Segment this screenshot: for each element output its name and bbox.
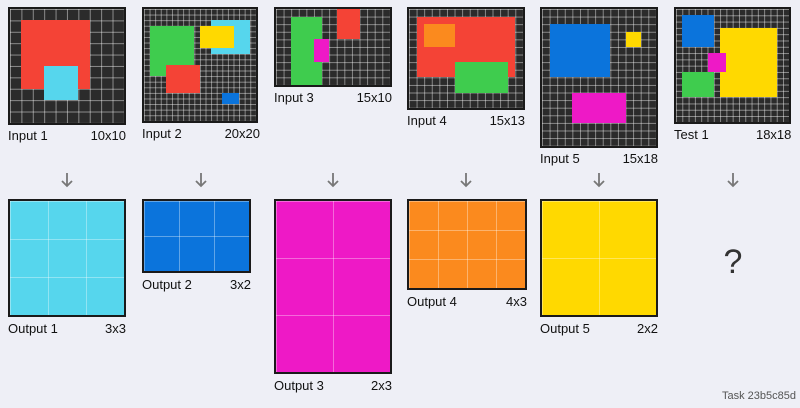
- input-label-2: Input 2 20x20: [142, 126, 260, 141]
- test-input-label: Test 1 18x18: [674, 127, 791, 142]
- output-label-3: Output 3 2x3: [274, 378, 392, 393]
- test-output-placeholder: ?: [723, 243, 743, 281]
- output-label-4-title: Output 4: [407, 294, 457, 309]
- colored-block: [682, 15, 714, 47]
- output-grid-1: [8, 199, 126, 317]
- input-label-4: Input 4 15x13: [407, 113, 525, 128]
- down-arrow-icon: [61, 173, 73, 188]
- colored-block: [336, 9, 360, 40]
- colored-block: [572, 92, 626, 123]
- colored-block: [454, 62, 508, 93]
- output-grid-5: [540, 199, 658, 317]
- test-input-label-title: Test 1: [674, 127, 709, 143]
- colored-block: [625, 31, 641, 47]
- output-grid-3: [274, 199, 392, 374]
- colored-block: [549, 24, 611, 78]
- input-label-2-size: 20x20: [224, 126, 260, 141]
- output-grid-4: [407, 199, 527, 290]
- output-label-4-size: 4x3: [506, 294, 527, 309]
- test-input-grid: [674, 7, 792, 125]
- down-arrow-icon: [327, 173, 339, 188]
- input-label-5-size: 15x18: [622, 150, 658, 166]
- input-label-4-size: 15x13: [489, 112, 525, 128]
- input-label-5: Input 5 15x18: [540, 151, 658, 166]
- output-label-2-size: 3x2: [230, 277, 251, 292]
- input-label-4-title: Input 4: [407, 112, 447, 128]
- input-label-3-size: 15x10: [356, 90, 392, 105]
- colored-block: [720, 27, 777, 98]
- colored-block: [314, 39, 330, 63]
- output-label-2: Output 2 3x2: [142, 277, 251, 292]
- output-label-5-size: 2x2: [637, 321, 658, 336]
- output-label-4: Output 4 4x3: [407, 294, 527, 309]
- down-arrow-icon: [460, 173, 472, 188]
- output-grid-2: [142, 199, 251, 273]
- output-label-3-size: 2x3: [371, 378, 392, 393]
- down-arrow-icon: [593, 173, 605, 188]
- input-grid-3: [274, 7, 392, 87]
- input-label-1-title: Input 1: [8, 128, 48, 143]
- input-grid-4: [407, 7, 525, 110]
- colored-block: [44, 66, 79, 101]
- down-arrow-icon: [195, 173, 207, 188]
- input-label-2-title: Input 2: [142, 126, 182, 141]
- output-label-3-title: Output 3: [274, 378, 324, 393]
- output-label-1-size: 3x3: [105, 321, 126, 336]
- colored-block: [166, 65, 200, 93]
- colored-block: [682, 72, 714, 98]
- input-label-3-title: Input 3: [274, 90, 314, 105]
- colored-block: [424, 24, 455, 47]
- colored-block: [222, 93, 240, 105]
- input-label-3: Input 3 15x10: [274, 90, 392, 105]
- colored-block: [707, 53, 727, 72]
- down-arrow-icon: [727, 173, 739, 188]
- output-label-5: Output 5 2x2: [540, 321, 658, 336]
- input-grid-1: [8, 7, 126, 125]
- output-label-1-title: Output 1: [8, 321, 58, 336]
- colored-block: [200, 25, 234, 49]
- input-label-1-size: 10x10: [90, 128, 126, 143]
- input-label-5-title: Input 5: [540, 150, 580, 166]
- output-label-1: Output 1 3x3: [8, 321, 126, 336]
- output-label-2-title: Output 2: [142, 277, 192, 292]
- test-input-label-size: 18x18: [755, 127, 792, 143]
- task-id-label: Task 23b5c85d: [722, 390, 796, 402]
- output-label-5-title: Output 5: [540, 321, 590, 336]
- input-grid-5: [540, 7, 658, 148]
- input-label-1: Input 1 10x10: [8, 128, 126, 143]
- input-grid-2: [142, 7, 258, 123]
